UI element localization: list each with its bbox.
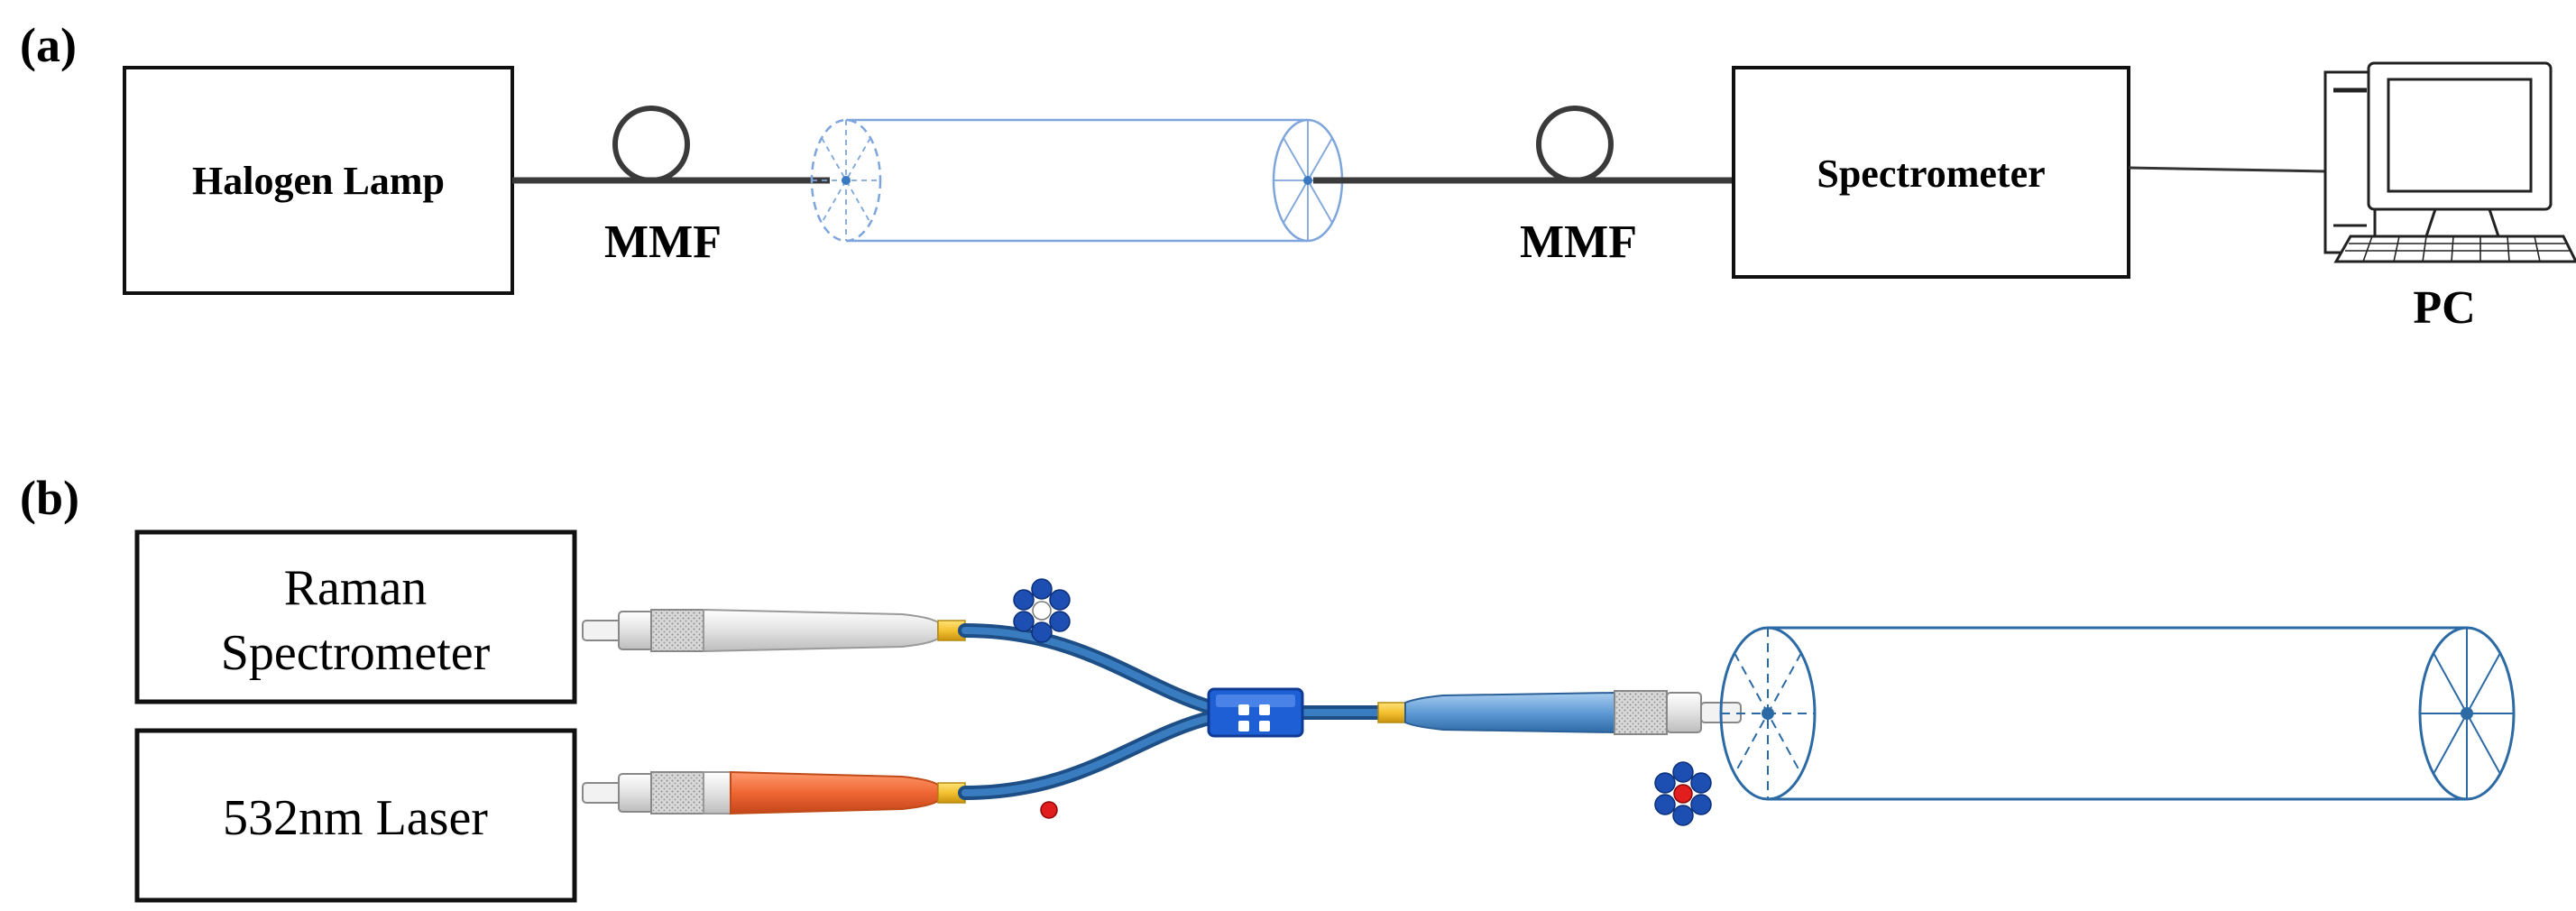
output-fiber-probe <box>1377 690 1742 735</box>
fiber-coil-left-icon <box>612 106 690 183</box>
panel-a-label: (a) <box>20 18 77 72</box>
computer-icon <box>2323 61 2576 263</box>
mmf-label-left: MMF <box>604 216 722 268</box>
halogen-lamp-label: Halogen Lamp <box>192 159 445 203</box>
mmf-label-right: MMF <box>1520 216 1637 268</box>
bifurcated-fiber <box>958 623 1385 800</box>
gas-cell-a <box>810 118 1344 243</box>
panel-b-label: (b) <box>20 471 79 525</box>
halogen-lamp-box <box>123 66 514 295</box>
gas-cell-b <box>1719 626 2516 801</box>
laser-photon-icon <box>1040 801 1058 819</box>
raman-spectrometer-label-line2: Spectrometer <box>221 625 491 681</box>
scattering-molecule-icon <box>1654 761 1712 826</box>
raman-spectrometer-label-line1: Raman <box>284 560 428 616</box>
laser-label: 532nm Laser <box>223 790 488 846</box>
panel-b: (b) Raman Spectrometer 532nm Laser <box>20 471 2516 903</box>
raman-spectrometer-box <box>134 529 577 704</box>
panel-a: (a) Halogen Lamp MMF <box>20 18 2576 334</box>
spectrometer-label: Spectrometer <box>1817 152 2045 196</box>
laser-box <box>134 728 577 903</box>
pc-cable <box>2128 166 2328 173</box>
fiber-coil-right-icon <box>1536 106 1614 183</box>
pc-label: PC <box>2413 282 2475 334</box>
raman-photon-cluster-icon <box>1013 578 1071 643</box>
spectrometer-box <box>1732 66 2130 279</box>
fiber-coupler <box>1207 687 1304 738</box>
raman-fiber-connector <box>582 608 966 653</box>
laser-fiber-connector <box>582 770 966 815</box>
